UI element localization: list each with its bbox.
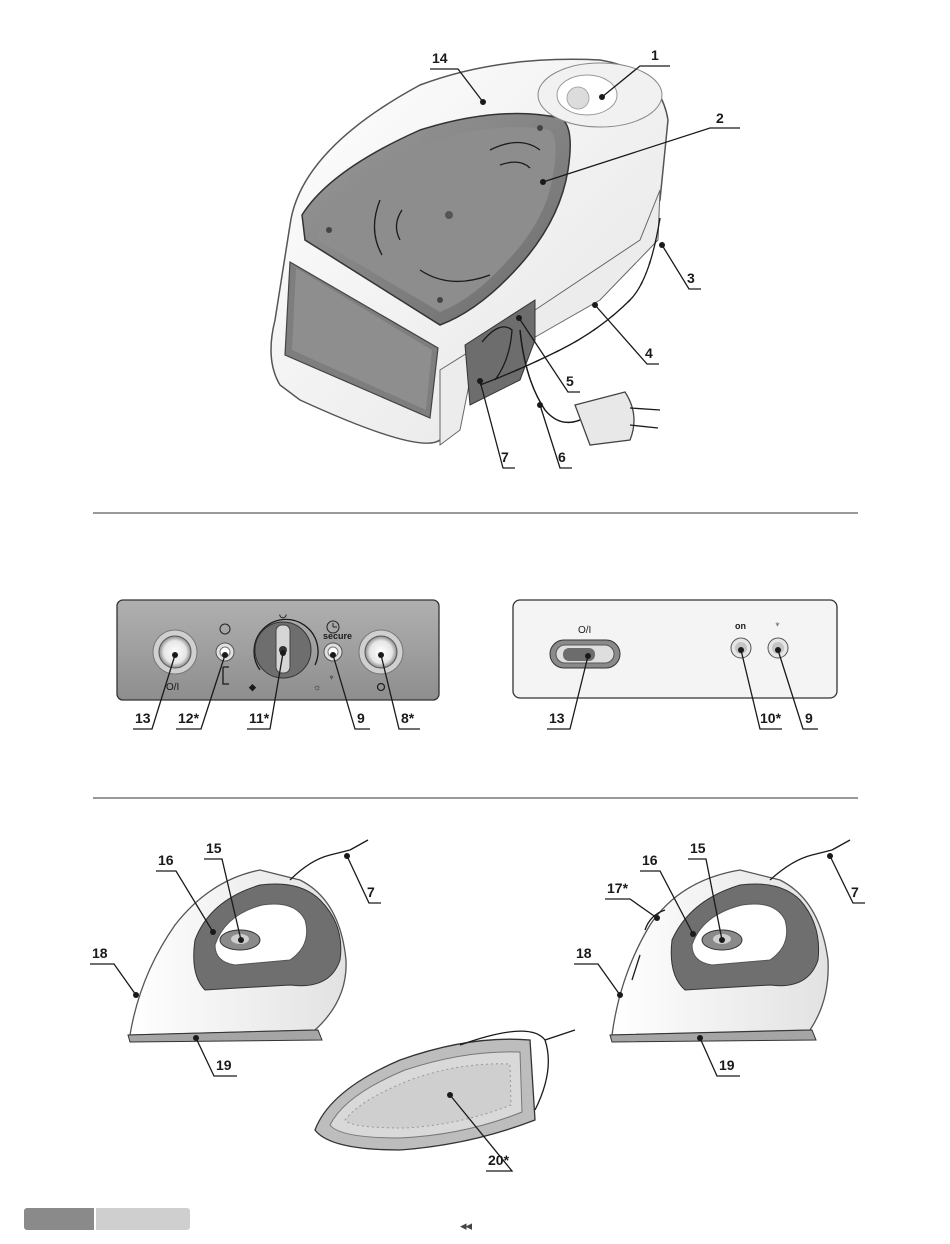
callout-6: 6	[558, 449, 566, 465]
callout-4: 4	[645, 345, 653, 361]
onoff-symbol-left: O/I	[166, 682, 179, 693]
iron-illustration-right	[610, 840, 850, 1042]
back-arrows-icon[interactable]: ◂◂	[460, 1219, 471, 1234]
onoff-symbol-right: O/I	[578, 625, 591, 636]
callout-9-left: 9	[357, 710, 365, 726]
on-label: on	[735, 621, 746, 631]
callout-16-left: 16	[158, 852, 174, 868]
callout-17: 17*	[607, 880, 629, 896]
soleplate-shoe-illustration	[315, 1030, 575, 1150]
callout-16-right: 16	[642, 852, 658, 868]
callout-18-right: 18	[576, 945, 592, 961]
callout-14: 14	[432, 50, 448, 66]
page-tab-dark	[24, 1208, 94, 1230]
secure-label: secure	[323, 631, 352, 641]
iron-illustration-left	[128, 840, 368, 1042]
callout-2: 2	[716, 110, 724, 126]
callout-3: 3	[687, 270, 695, 286]
callout-8: 8*	[401, 710, 415, 726]
callout-13-right: 13	[549, 710, 565, 726]
callout-19-right: 19	[719, 1057, 735, 1073]
callout-7-right: 7	[851, 884, 859, 900]
steam-generator-illustration	[271, 59, 668, 445]
callout-18-left: 18	[92, 945, 108, 961]
svg-text:♆: ♆	[328, 672, 335, 682]
callout-13-left: 13	[135, 710, 151, 726]
page-tab-light	[96, 1208, 190, 1230]
callout-10: 10*	[760, 710, 782, 726]
callout-19-left: 19	[216, 1057, 232, 1073]
callout-7-left: 7	[367, 884, 375, 900]
svg-text:◆: ◆	[248, 682, 257, 692]
svg-text:☼: ☼	[313, 682, 321, 692]
callout-15-left: 15	[206, 840, 222, 856]
callout-9-right: 9	[805, 710, 813, 726]
callout-1: 1	[651, 47, 659, 63]
svg-text:◡: ◡	[279, 609, 287, 619]
callout-5: 5	[566, 373, 574, 389]
callout-12: 12*	[178, 710, 200, 726]
svg-text:♆: ♆	[774, 619, 781, 629]
callout-11: 11*	[249, 710, 270, 726]
callout-15-right: 15	[690, 840, 706, 856]
